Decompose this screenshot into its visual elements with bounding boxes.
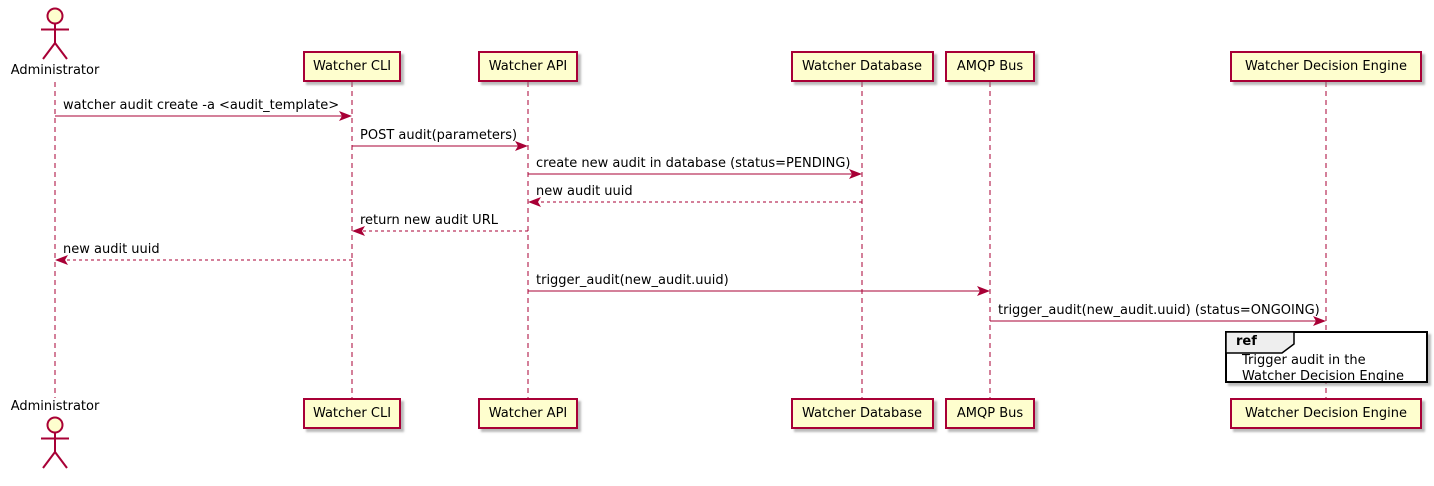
participant-label: AMQP Bus [956, 406, 1024, 421]
ref-text-line: Trigger audit in the [1242, 353, 1366, 368]
message-arrowhead-1 [515, 141, 528, 151]
message-label: create new audit in database (status=PEN… [536, 156, 851, 171]
message-arrowhead-5 [55, 255, 68, 265]
ref-pentagon [1225, 331, 1295, 354]
participant-watcher-database-bottom: Watcher Database [790, 398, 934, 429]
message-arrowhead-4 [352, 226, 365, 236]
participant-watcher-api-top: Watcher API [478, 51, 578, 82]
participant-amqp-bus-top: AMQP Bus [945, 51, 1035, 82]
message-arrowhead-7 [1313, 316, 1326, 326]
participant-watcher-cli-top: Watcher CLI [303, 51, 401, 82]
participant-watcher-cli-bottom: Watcher CLI [303, 398, 401, 429]
participant-watcher-api-bottom: Watcher API [478, 398, 578, 429]
participant-label: Watcher API [488, 406, 568, 421]
ref-text-line: Watcher Decision Engine [1242, 369, 1404, 384]
message-label: new audit uuid [63, 242, 160, 257]
message-label: trigger_audit(new_audit.uuid) [536, 273, 729, 288]
ref-keyword-label: ref [1236, 334, 1257, 349]
participant-label: AMQP Bus [956, 59, 1024, 74]
participant-watcher-decision-engine-bottom: Watcher Decision Engine [1230, 398, 1422, 429]
message-label: POST audit(parameters) [360, 128, 518, 143]
actor-label-administrator-top: Administrator [10, 63, 100, 78]
message-label: return new audit URL [360, 213, 498, 228]
message-label: watcher audit create -a <audit_template> [63, 98, 340, 113]
participant-watcher-database-top: Watcher Database [790, 51, 934, 82]
participant-label: Watcher CLI [312, 406, 392, 421]
participant-label: Watcher Decision Engine [1245, 406, 1407, 421]
participant-label: Watcher Decision Engine [1245, 59, 1407, 74]
participant-label: Watcher API [488, 59, 568, 74]
participant-label: Watcher CLI [312, 59, 392, 74]
message-arrowhead-0 [339, 111, 352, 121]
message-arrowhead-2 [849, 169, 862, 179]
message-arrowhead-3 [528, 197, 541, 207]
actor-figure-bottom [41, 416, 69, 469]
participant-label: Watcher Database [802, 406, 922, 421]
participant-amqp-bus-bottom: AMQP Bus [945, 398, 1035, 429]
actor-label-administrator-bottom: Administrator [10, 399, 100, 414]
message-arrowhead-6 [977, 286, 990, 296]
message-label: trigger_audit(new_audit.uuid) (status=ON… [998, 303, 1320, 318]
message-label: new audit uuid [536, 184, 633, 199]
actor-figure-top [41, 7, 69, 60]
participant-watcher-decision-engine-top: Watcher Decision Engine [1230, 51, 1422, 82]
participant-label: Watcher Database [802, 59, 922, 74]
